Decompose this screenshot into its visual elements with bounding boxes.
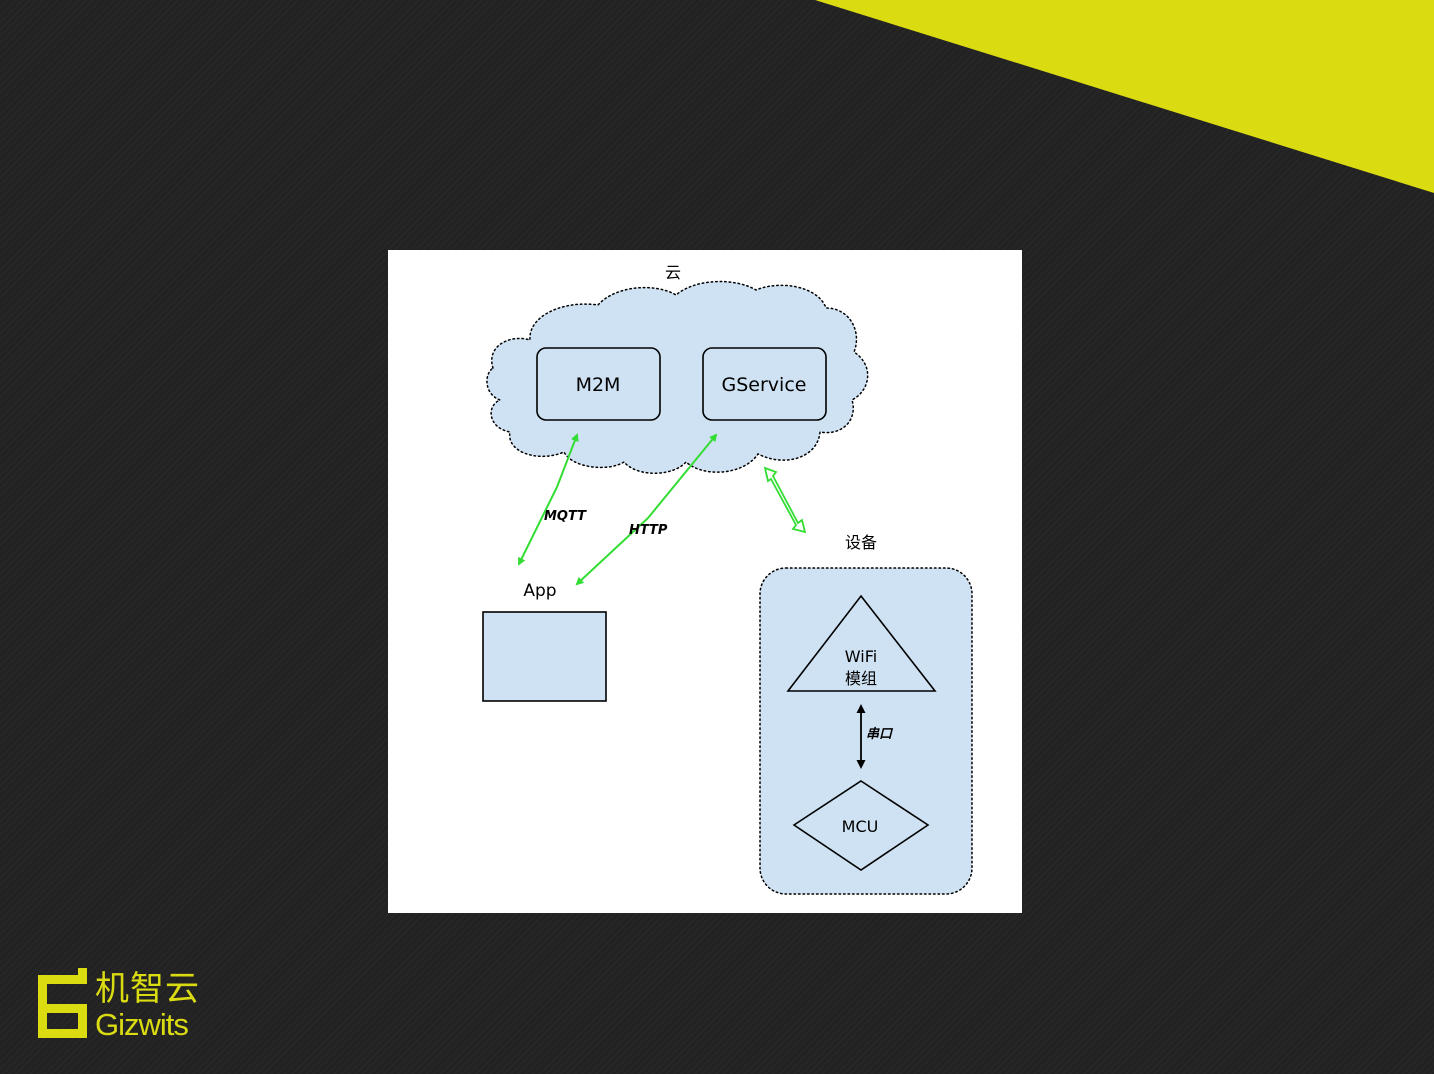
gservice-node: GService	[703, 348, 826, 420]
logo-name-cn: 机智云	[95, 970, 200, 1008]
gizwits-logo-mark-icon	[38, 968, 88, 1040]
gservice-label: GService	[722, 374, 807, 396]
cloud-label: 云	[665, 263, 681, 282]
gizwits-logo: 机智云 Gizwits	[38, 968, 208, 1044]
app-box	[483, 612, 606, 701]
mcu-label: MCU	[842, 817, 879, 836]
device-label: 设备	[845, 533, 877, 552]
mqtt-label: MQTT	[544, 509, 587, 524]
m2m-node: M2M	[537, 348, 660, 420]
app-label: App	[523, 581, 556, 601]
serial-label: 串口	[866, 726, 894, 742]
architecture-diagram: 云 M2M GService MQTT HTTP App 设备	[388, 250, 1022, 913]
mqtt-arrow-return	[519, 487, 557, 564]
http-label: HTTP	[629, 523, 668, 538]
diagram-canvas: 云 M2M GService MQTT HTTP App 设备	[388, 250, 1022, 913]
m2m-label: M2M	[576, 374, 621, 396]
yellow-accent-shape	[0, 0, 1434, 200]
cloud-device-double-arrow	[765, 468, 805, 532]
logo-name-en: Gizwits	[95, 1008, 188, 1042]
wifi-label-line1: WiFi	[845, 647, 877, 666]
wifi-label-line2: 模组	[845, 669, 877, 688]
